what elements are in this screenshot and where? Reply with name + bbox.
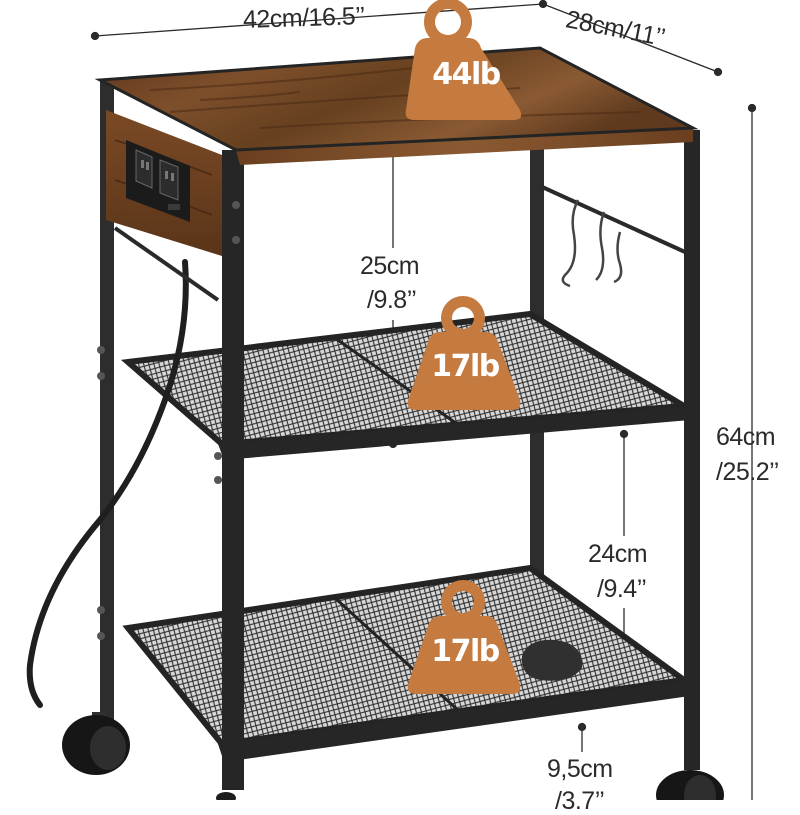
caster-wheel-icon xyxy=(62,712,724,800)
s-hook-icon xyxy=(561,199,623,288)
total-height-in: /25.2’’ xyxy=(716,458,779,486)
lower-shelf-gap-in: /9.4’’ xyxy=(597,575,647,603)
power-cord xyxy=(26,259,189,708)
lower-shelf-gap-cm: 24cm xyxy=(588,540,648,568)
middle-shelf-gap-in: /9.8’’ xyxy=(367,286,417,314)
cart-frame-front xyxy=(218,130,700,790)
cart-frame-back xyxy=(100,80,544,720)
shelf-item xyxy=(521,639,583,681)
total-height-cm: 64cm xyxy=(716,423,776,451)
middle-shelf-gap-cm: 25cm xyxy=(360,252,420,280)
wooden-top-shelf xyxy=(94,46,699,165)
towel-rail xyxy=(113,226,220,302)
width-label: 42cm/16.5’’ xyxy=(242,2,366,34)
bottom-shelf-capacity: 17lb xyxy=(431,634,500,669)
wheel-height-in: /3.7’’ xyxy=(555,787,605,815)
power-outlet-icon xyxy=(126,140,190,222)
wheel-height-cm: 9,5cm xyxy=(547,755,613,783)
middle-shelf-capacity: 17lb xyxy=(431,349,500,384)
weight-icon xyxy=(407,580,521,694)
weight-icon xyxy=(407,296,521,410)
frame-bolts xyxy=(97,201,240,640)
weight-icon xyxy=(405,0,522,120)
hook-rail xyxy=(539,184,686,254)
top-shelf-capacity: 44lb xyxy=(432,57,501,92)
